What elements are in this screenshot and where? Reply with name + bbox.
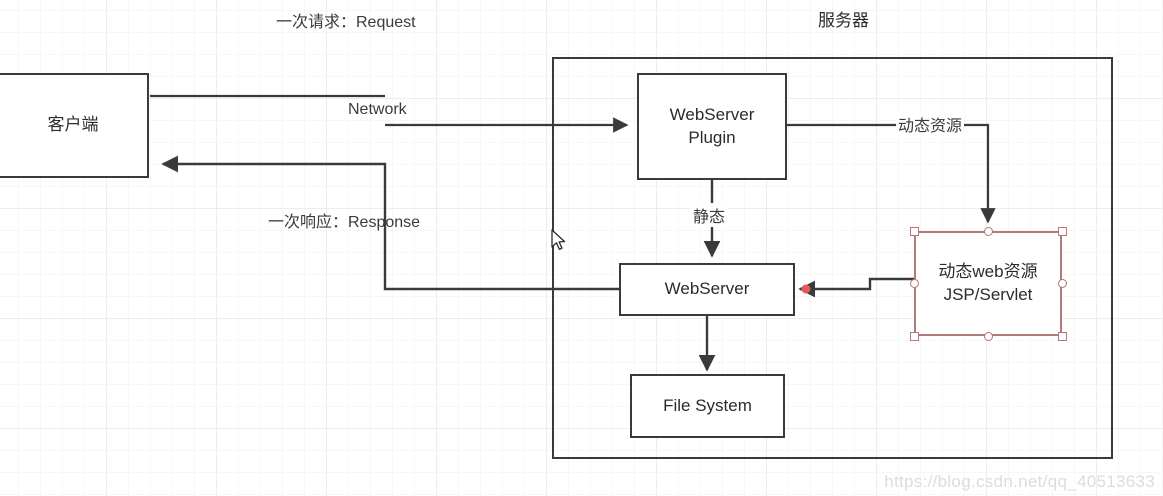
edge-response[interactable] <box>161 155 619 291</box>
handle-top-center[interactable] <box>984 227 993 236</box>
edge-dynamic-to-webserver[interactable] <box>798 277 914 298</box>
edge-label-request: 一次请求：Request <box>276 14 416 31</box>
node-client-label: 客户端 <box>47 115 99 135</box>
node-file-system-label: File System <box>663 395 752 415</box>
node-file-system[interactable]: File System <box>630 374 785 438</box>
node-webserver-label: WebServer <box>664 279 750 299</box>
edge-request[interactable] <box>150 94 629 133</box>
node-dynamic-web-resource-label: 动态web资源 JSP/Servlet <box>938 261 1038 304</box>
node-client[interactable]: 客户端 <box>0 73 149 178</box>
handle-middle-right[interactable] <box>1058 279 1067 288</box>
node-webserver-plugin[interactable]: WebServer Plugin <box>637 73 787 180</box>
edge-label-static: 静态 <box>690 203 729 227</box>
handle-bottom-right[interactable] <box>1058 332 1067 341</box>
handle-bottom-center[interactable] <box>984 332 993 341</box>
node-webserver-plugin-label: WebServer Plugin <box>669 104 755 147</box>
edge-label-dynamic-resource: 动态资源 <box>896 112 965 136</box>
handle-middle-left[interactable] <box>910 279 919 288</box>
edge-endpoint-dot <box>801 284 811 294</box>
edge-label-network: Network <box>345 101 410 119</box>
edge-dynamic-resource[interactable] <box>787 123 996 224</box>
handle-top-right[interactable] <box>1058 227 1067 236</box>
node-dynamic-web-resource[interactable]: 动态web资源 JSP/Servlet <box>914 231 1062 336</box>
server-container-box[interactable] <box>552 57 1113 459</box>
handle-bottom-left[interactable] <box>910 332 919 341</box>
watermark: https://blog.csdn.net/qq_40513633 <box>884 472 1155 491</box>
server-title-label: 服务器 <box>818 11 869 30</box>
handle-top-left[interactable] <box>910 227 919 236</box>
node-webserver[interactable]: WebServer <box>619 263 795 316</box>
edge-label-response: 一次响应：Response <box>268 214 421 231</box>
